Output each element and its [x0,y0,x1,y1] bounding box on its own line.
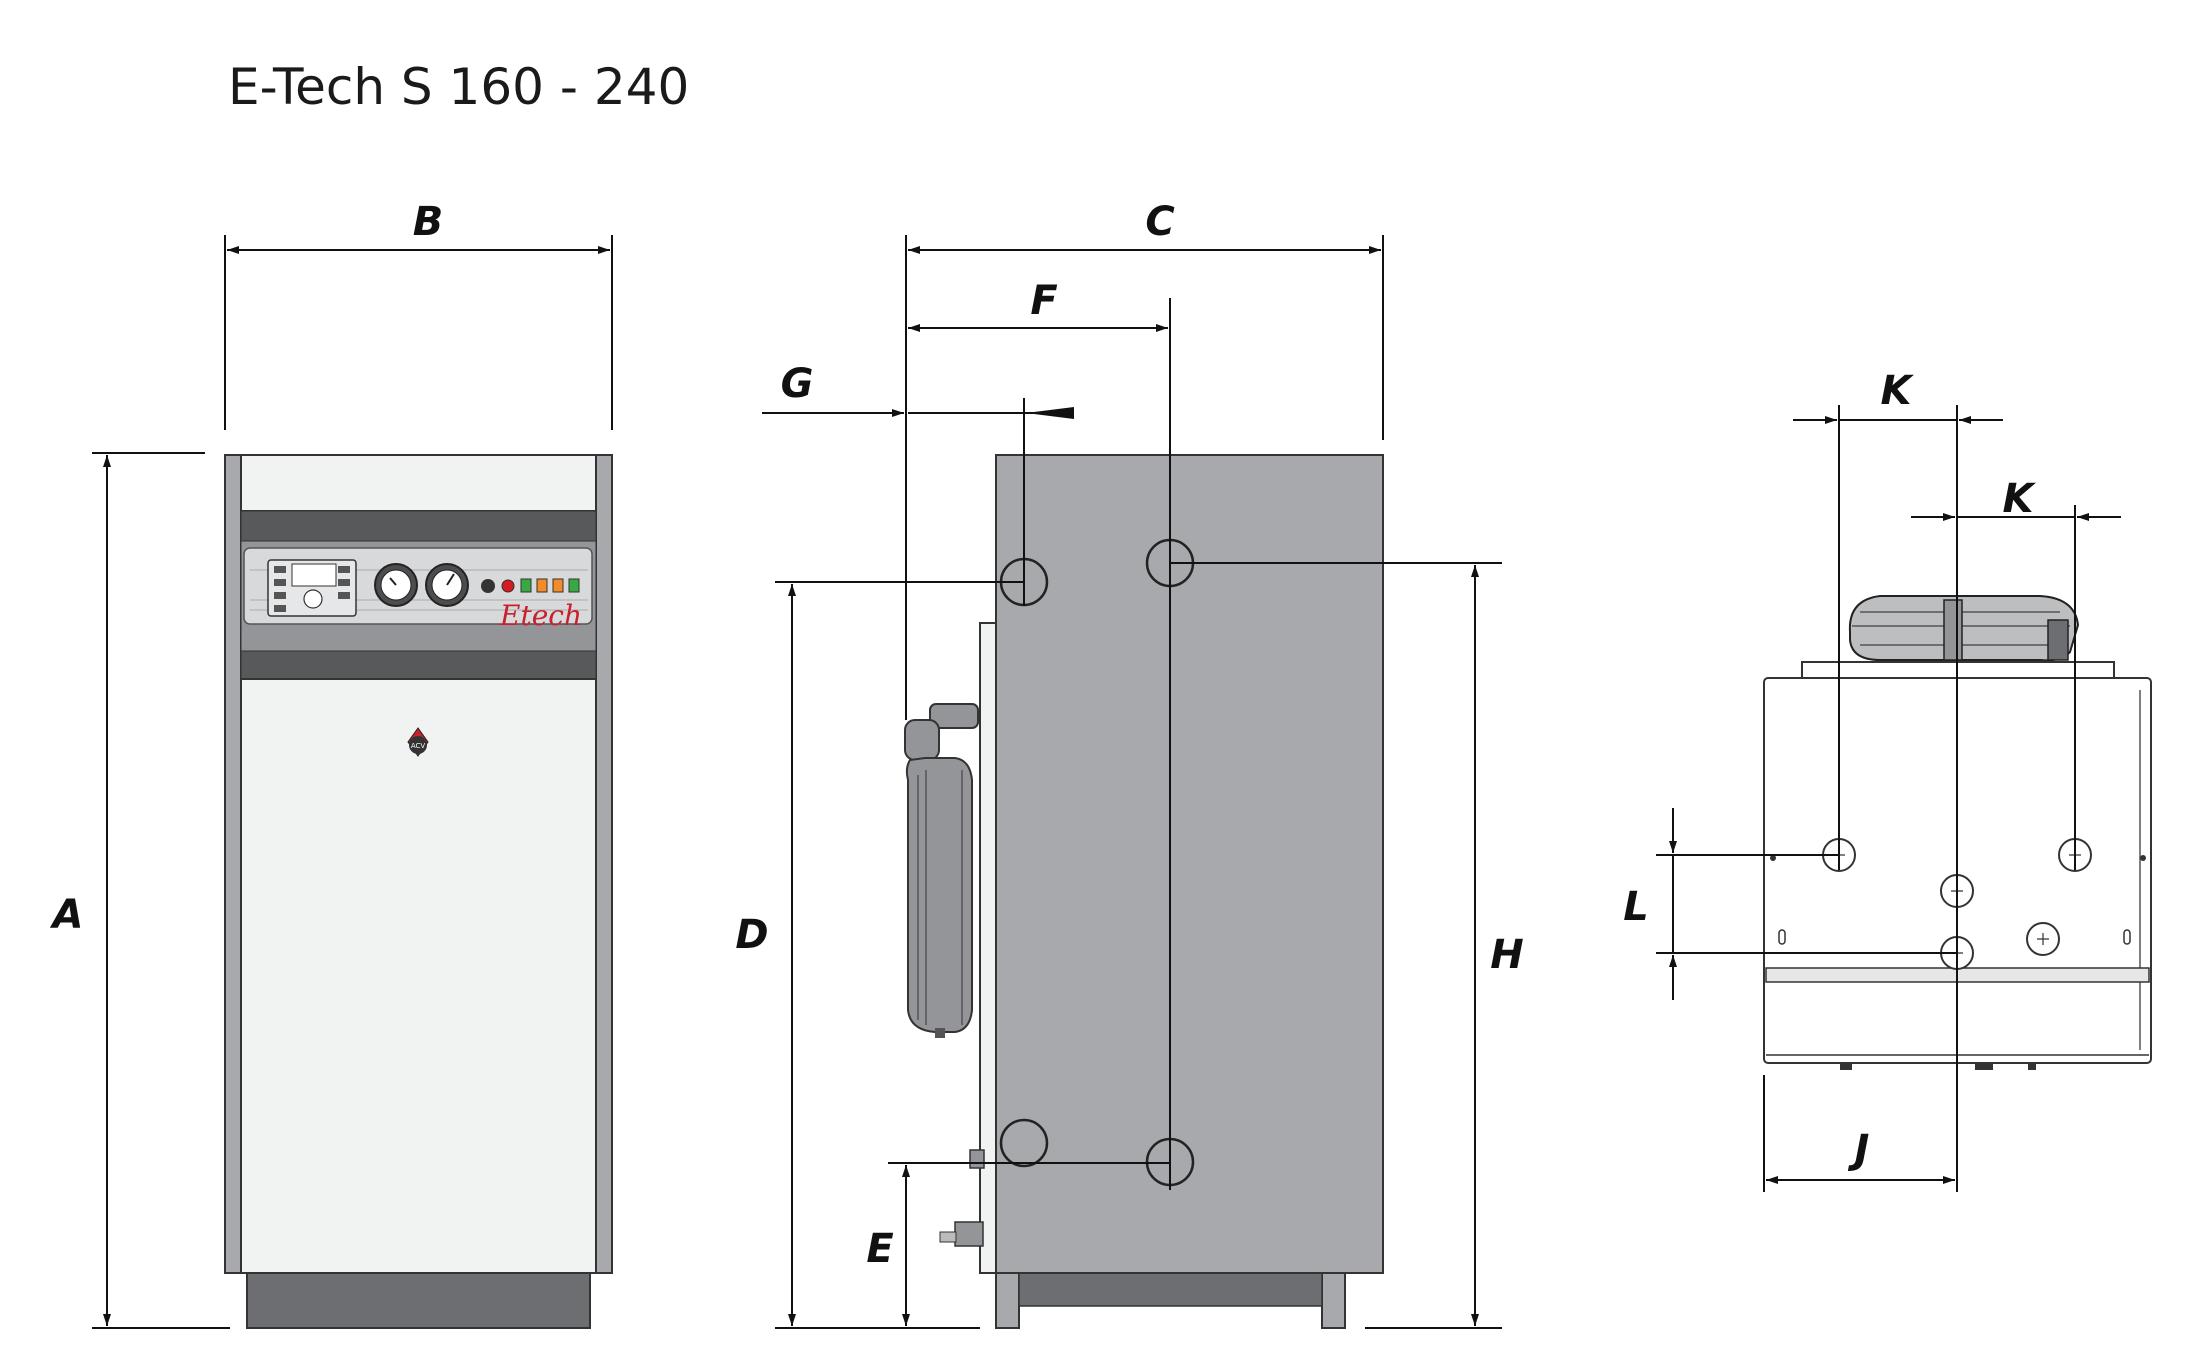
dimension-c: C [905,199,1384,720]
acv-logo: ACV [407,727,429,757]
display-button [274,579,286,586]
dimension-k-lower: K [1911,476,2121,522]
dimension-a: A [50,452,230,1329]
dimension-d: D [735,581,1024,1329]
side-view [904,454,1384,1329]
label-k-lower: K [2003,476,2037,522]
side-casing [995,454,1384,1274]
dimension-f: F [908,278,1171,1190]
lamp-red [501,579,515,593]
dimension-k-upper: K [1793,368,2003,424]
label-a: A [50,892,84,938]
front-view: Etech ACV [224,454,613,1329]
switch-icon [481,579,495,593]
label-l: L [1623,884,1649,930]
page-title: E-Tech S 160 - 240 [228,58,690,116]
lamp-orange [536,578,548,593]
front-lower-band [240,650,597,680]
control-panel: Etech [243,547,593,632]
display-button [338,592,350,599]
dimension-l: L [1623,808,1957,1000]
label-h: H [1490,932,1523,978]
front-door [240,678,597,1274]
side-plinth [1018,1272,1323,1307]
front-right-post [595,454,613,1274]
label-g: G [781,361,814,407]
expansion-vessel [904,703,979,1038]
display-button [274,592,286,599]
dimension-j: J [1763,1075,1955,1192]
display-button [338,579,350,586]
label-k-upper: K [1881,368,1915,414]
lamp-green [568,578,580,593]
label-c: C [1145,199,1174,245]
dimension-b: B [224,199,613,430]
acv-badge-text: ACV [411,742,426,750]
dimension-e: E [866,1162,1170,1326]
front-upper-band [240,510,597,542]
lamp-orange [552,578,564,593]
connection-lower-front [999,1118,1049,1168]
display-knob [303,589,323,609]
display-button [274,566,286,573]
label-d: D [735,912,768,958]
front-left-post [224,454,242,1274]
dimension-g: G [762,361,1074,606]
display-button [338,566,350,573]
top-connection [2026,922,2060,956]
front-top-cover [240,454,597,512]
top-expansion-vessel [1848,595,2080,662]
label-b: B [413,199,444,245]
display-button [274,605,286,612]
side-leg-front [995,1272,1020,1329]
label-j: J [1848,1127,1870,1173]
side-leg-rear [1321,1272,1346,1329]
label-e: E [866,1226,893,1272]
label-f: F [1030,278,1057,324]
display-lcd [291,563,337,587]
front-plinth [246,1272,591,1329]
etech-logo: Etech [499,599,582,632]
dimension-h: H [1170,562,1524,1329]
drain-valve [939,1149,985,1247]
side-front-plate [979,622,997,1274]
lamp-green [520,578,532,593]
